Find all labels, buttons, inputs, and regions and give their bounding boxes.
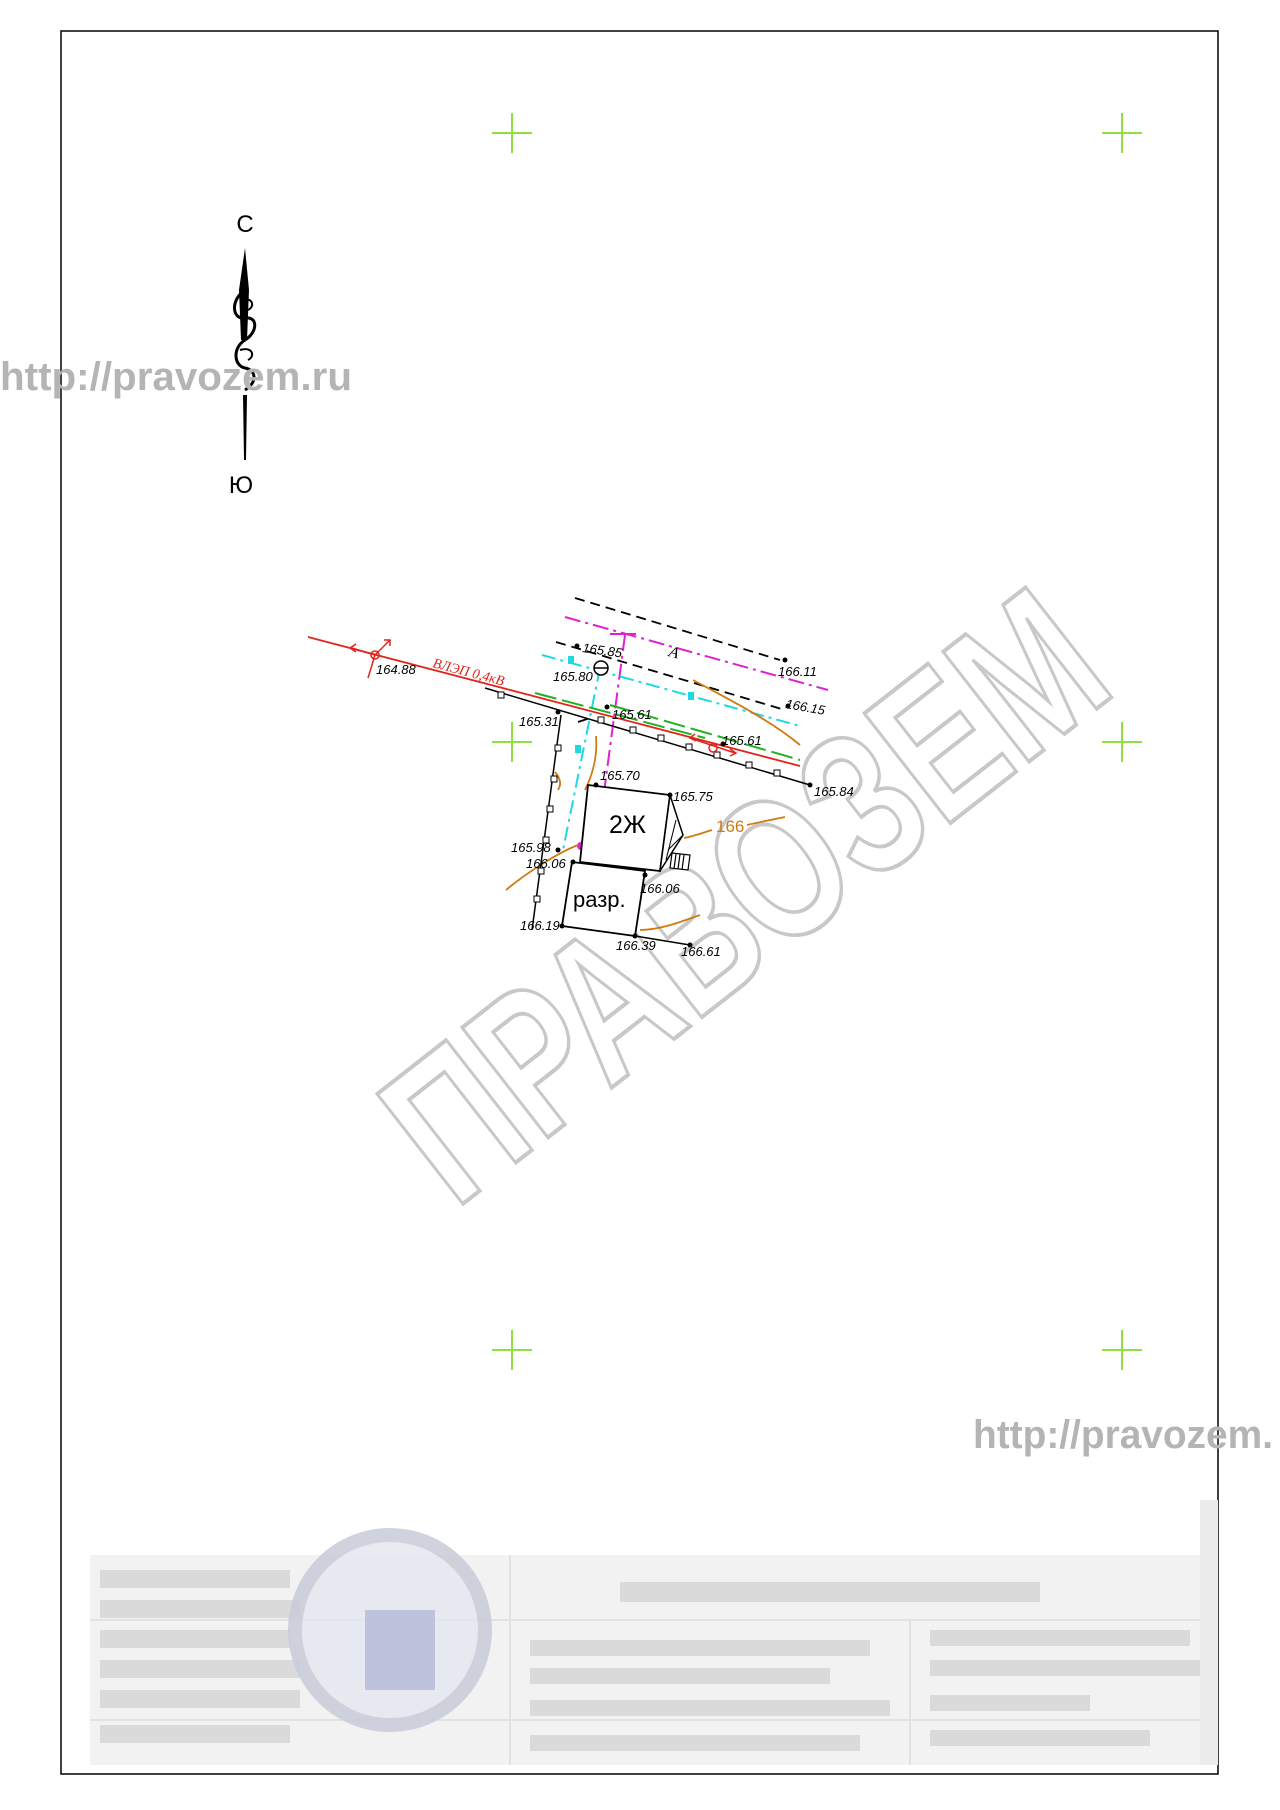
- building-2zh: 2Ж: [579, 783, 691, 872]
- building-razr-label: разр.: [573, 887, 626, 912]
- elevation-label: 166.06: [640, 881, 681, 896]
- contour-lines: [505, 679, 801, 931]
- grid-cross: [492, 113, 532, 153]
- dashed-boundary: [555, 597, 786, 723]
- elevation-label: 166.19: [520, 918, 560, 933]
- elevation-label: 165.84: [814, 784, 854, 799]
- grid-cross: [1102, 722, 1142, 762]
- grid-cross: [492, 722, 532, 762]
- north-arrow: С Ю: [229, 211, 257, 499]
- elevation-label: 166.06: [526, 856, 567, 871]
- power-line-label: ВЛЭП 0,4кВ: [431, 656, 506, 689]
- contour-label: 166: [716, 817, 744, 836]
- elevation-label: 165.80: [553, 669, 594, 684]
- elevation-label: 165.98: [511, 840, 552, 855]
- elevation-label: 165.61: [722, 733, 762, 748]
- elevation-label: 164.88: [376, 662, 417, 677]
- water-line: [541, 654, 801, 851]
- watermark-logo: ПРАВОЗЕМ: [342, 547, 1146, 1244]
- south-arrow-needle: [243, 395, 247, 460]
- watermark-url-left: http://pravozem.ru: [0, 355, 352, 399]
- grid-crosses: [492, 113, 1142, 1370]
- elevation-label: 166.11: [778, 664, 817, 679]
- compass-north-label: С: [236, 211, 253, 238]
- elevation-labels: 164.88 165.85 165.80 166.11 166.15 165.6…: [376, 640, 854, 959]
- elevation-label: 165.85: [582, 640, 624, 660]
- grid-cross: [1102, 1330, 1142, 1370]
- power-pole: [348, 639, 738, 757]
- survey-plan: 166: [307, 597, 854, 959]
- grid-cross: [1102, 113, 1142, 153]
- fence-posts: [497, 691, 781, 903]
- elevation-label: 165.75: [673, 789, 714, 804]
- elevation-label: 165.61: [612, 707, 652, 722]
- elevation-label: 166.15: [784, 696, 827, 718]
- grid-cross: [492, 1330, 532, 1370]
- well-symbol: [593, 660, 609, 676]
- zone-label: А: [666, 643, 681, 662]
- building-2zh-label: 2Ж: [609, 811, 646, 839]
- title-block-blurred: [90, 1500, 1218, 1765]
- green-line: [534, 692, 801, 761]
- power-line: [307, 636, 801, 767]
- compass-south-label: Ю: [229, 472, 253, 499]
- watermark-url-right: http://pravozem.: [973, 1413, 1273, 1457]
- building-stairs: [669, 852, 691, 871]
- elevation-label: 166.61: [681, 944, 721, 959]
- sheet-frame: [60, 30, 1219, 1775]
- elevation-label: 165.31: [519, 714, 559, 729]
- building-razr: разр.: [560, 861, 647, 938]
- survey-points: [555, 643, 813, 948]
- elevation-label: 166.39: [616, 938, 656, 953]
- elevation-label: 165.70: [600, 768, 641, 783]
